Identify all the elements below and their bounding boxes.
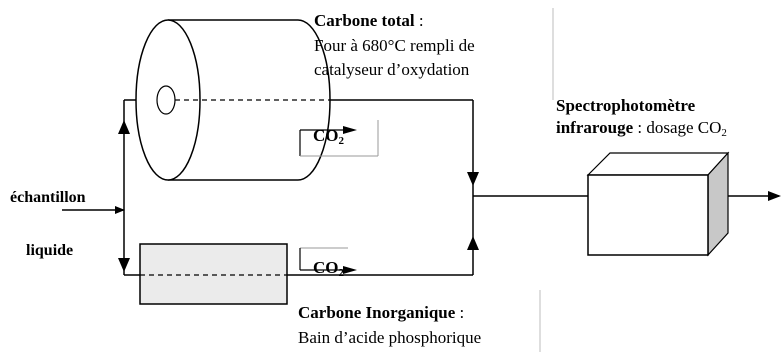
spectrophotometer-box bbox=[586, 151, 730, 257]
splitter-up-arrowhead bbox=[118, 120, 130, 134]
spectro-title-line1: Spectrophotomètre bbox=[556, 96, 696, 115]
spectro-title-line2: infrarouge : dosage CO2 bbox=[556, 118, 727, 139]
total-carbon-separator: : bbox=[414, 11, 424, 30]
total-carbon-label: Carbone total : bbox=[314, 12, 424, 29]
total-carbon-title: Carbone total bbox=[314, 11, 415, 30]
collector-up-arrowhead bbox=[467, 236, 479, 250]
co2-top-bracket bbox=[299, 120, 379, 157]
total-carbon-desc-line2: catalyseur d’oxydation bbox=[314, 60, 470, 79]
inorganic-carbon-separator: : bbox=[455, 303, 465, 322]
phosphoric-acid-bath bbox=[139, 243, 288, 305]
total-carbon-desc-line1: Four à 680°C rempli de bbox=[314, 36, 475, 55]
sample-label-line1: échantillon bbox=[10, 189, 86, 206]
co2-bottom-label: CO2 bbox=[313, 258, 344, 279]
inorganic-carbon-label: Carbone Inorganique : bbox=[298, 304, 464, 321]
splitter-down-arrowhead bbox=[118, 258, 130, 272]
inorganic-carbon-title: Carbone Inorganique bbox=[298, 303, 456, 322]
spectro-output-arrowhead bbox=[768, 191, 781, 201]
sample-label-line2: liquide bbox=[26, 242, 74, 259]
co2-top-label: CO2 bbox=[313, 126, 344, 147]
co2-bottom-bracket bbox=[299, 247, 357, 274]
collector-down-arrowhead bbox=[467, 172, 479, 186]
furnace-cylinder bbox=[135, 19, 331, 181]
inorganic-carbon-desc: Bain d’acide phosphorique bbox=[298, 328, 482, 347]
